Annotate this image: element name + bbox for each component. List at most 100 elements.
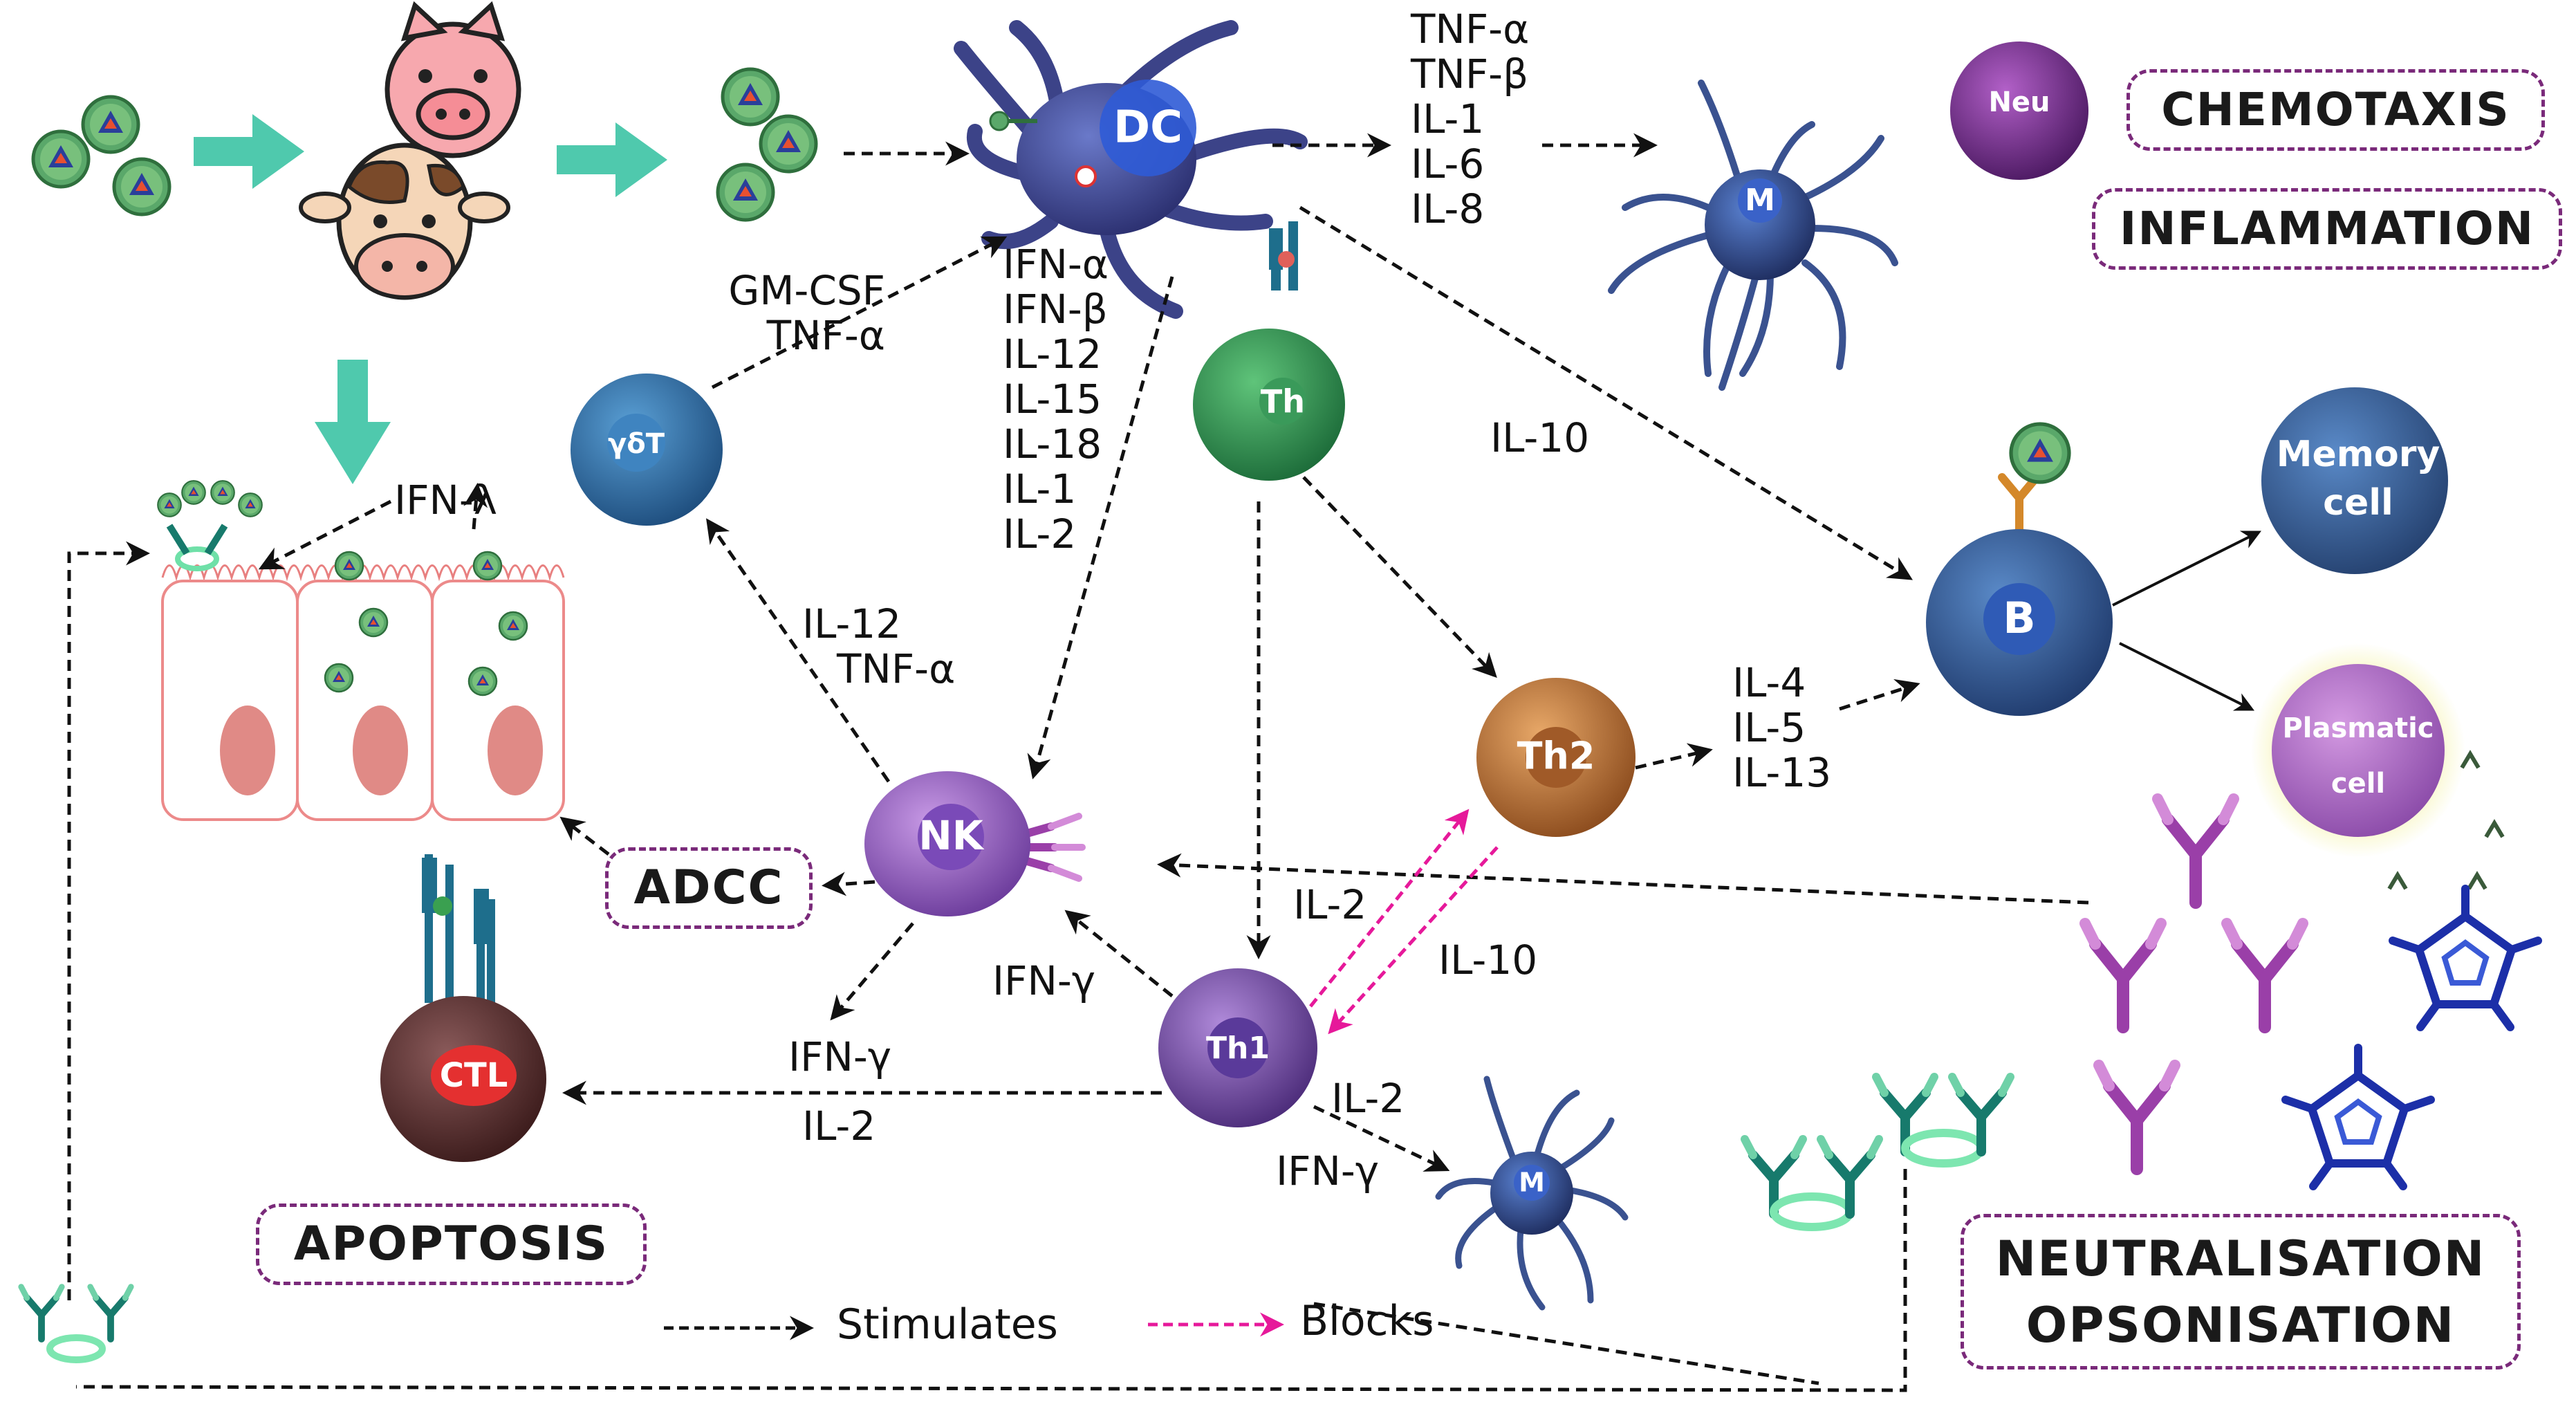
big-arrow-right-1 <box>194 114 304 189</box>
cytokine-ifn-gamma-th1: IFN-γ <box>992 957 1096 1004</box>
cytokine-il-5: IL-5 <box>1732 704 1806 751</box>
arrow-th1-to-nk <box>1064 910 1174 997</box>
arrow-il4-to-b <box>1839 679 1920 711</box>
arrow-gdt-to-dc <box>711 236 1008 389</box>
arrow-nk-to-adcc <box>822 872 875 896</box>
cytokine-il-15: IL-15 <box>1003 376 1102 423</box>
memory-label-line1: Memory <box>2277 434 2440 475</box>
igm-pentamer-group <box>2286 889 2538 1186</box>
inflammation-box: INFLAMMATION <box>2092 188 2562 270</box>
th-label: Th <box>1261 383 1305 421</box>
block-arrow-th2-to-th1 <box>1328 846 1499 1035</box>
block-arrows <box>1309 809 1499 1035</box>
b-cell: B <box>1926 424 2113 716</box>
memory-cell: Memory cell <box>2261 387 2448 574</box>
chemotaxis-label: CHEMOTAXIS <box>2161 83 2510 136</box>
cytokine-ifn-beta: IFN-β <box>1003 286 1108 333</box>
cytokine-ifn-gamma-macrophage: IFN-γ <box>1276 1147 1380 1195</box>
cytokine-il-2-ctl: IL-2 <box>802 1103 876 1150</box>
line-bottom-loop <box>75 1169 1907 1392</box>
virus-cluster-secondary <box>718 69 816 220</box>
dc-label: DC <box>1113 102 1183 154</box>
epithelial-cells <box>161 551 565 821</box>
big-arrow-right-2 <box>557 122 667 197</box>
cytokine-tnf-beta: TNF-β <box>1411 50 1529 98</box>
plasmatic-label-line2: cell <box>2331 768 2385 800</box>
gamma-delta-t-cell: γδT <box>571 374 723 526</box>
cow-icon <box>299 142 510 300</box>
th1-label: Th1 <box>1206 1031 1270 1066</box>
cytokine-tnf-alpha-gdt: TNF-α <box>766 312 885 359</box>
cytokines-gdt-to-dc: GM-CSF TNF-α <box>650 268 885 358</box>
arrow-nk-to-ctl <box>830 922 914 1021</box>
plasmatic-label-line1: Plasmatic <box>2282 712 2434 744</box>
opsonisation-label: OPSONISATION <box>2026 1297 2456 1354</box>
cytokine-tnf-alpha-nk: TNF-α <box>837 645 956 692</box>
cytokine-il-2-th: IL-2 <box>1293 881 1367 928</box>
th2-label: Th2 <box>1517 735 1595 778</box>
arrow-dc-to-b <box>1299 205 1913 580</box>
macrophage-bottom: M <box>1435 1076 1629 1311</box>
receptor-bound-viruses <box>157 480 263 571</box>
arrow-antibody-to-receptor <box>67 541 150 1300</box>
inflammation-label: INFLAMMATION <box>2119 202 2535 255</box>
cytokine-ifn-alpha: IFN-α <box>1003 241 1109 288</box>
virus-cluster-initial <box>33 97 169 214</box>
apoptosis-label: APOPTOSIS <box>293 1217 609 1271</box>
cytokines-dc-to-nk: IFN-α IFN-β IL-12 IL-15 IL-18 IL-1 IL-2 <box>1003 242 1109 557</box>
ctl-cell: CTL <box>380 854 546 1162</box>
cytokine-il-12: IL-12 <box>1003 331 1102 378</box>
adcc-label: ADCC <box>633 860 784 915</box>
solid-arrows <box>2112 531 2262 711</box>
arrow-antibody-to-nk <box>1157 853 2089 905</box>
nk-label: NK <box>918 812 985 859</box>
neutralisation-label: NEUTRALISATION <box>1995 1230 2486 1287</box>
cytokine-il-10-dc: IL-10 <box>1490 414 1590 461</box>
chemotaxis-box: CHEMOTAXIS <box>2126 69 2545 151</box>
macrophage-bottom-label: M <box>1519 1168 1545 1198</box>
th-cell: Th <box>1193 221 1345 481</box>
cytokine-il-1-nk: IL-1 <box>1003 465 1077 513</box>
plasmatic-cell: Plasmatic cell <box>2251 643 2505 890</box>
arrow-b-to-memory <box>2112 531 2262 607</box>
arrow-ifn-lambda-up <box>463 483 488 530</box>
neutralisation-opsonisation-box: NEUTRALISATION OPSONISATION <box>1961 1214 2521 1370</box>
macrophage-top: M <box>1608 80 1898 391</box>
cytokine-il-18: IL-18 <box>1003 421 1102 468</box>
cytokine-il-13: IL-13 <box>1732 749 1832 796</box>
cytokine-tnf-alpha: TNF-α <box>1411 6 1530 53</box>
arrow-th1-to-macrophage <box>1313 1105 1450 1172</box>
stimulate-arrows <box>67 133 2089 1392</box>
virus-neutralising-antibodies <box>21 1077 2010 1363</box>
arrow-ifn-lambda-to-receptor <box>258 499 392 570</box>
gdt-label: γδT <box>608 428 665 460</box>
arrow-adcc-to-epithelium <box>559 816 610 856</box>
cytokine-il-2-nk: IL-2 <box>1003 510 1077 557</box>
cytokines-dc-to-macrophage: TNF-α TNF-β IL-1 IL-6 IL-8 <box>1411 7 1529 232</box>
cytokine-il-4: IL-4 <box>1732 659 1806 706</box>
cytokine-gm-csf: GM-CSF <box>728 267 885 314</box>
cytokine-il-1: IL-1 <box>1411 95 1485 142</box>
ctl-label: CTL <box>440 1056 508 1095</box>
memory-label-line2: cell <box>2323 482 2393 524</box>
neutrophil-cell: Neu <box>1950 42 2088 180</box>
cytokine-il-10-th2: IL-10 <box>1438 937 1538 984</box>
antibody-igg-group <box>2085 799 2303 1169</box>
cytokine-il-6: IL-6 <box>1411 140 1485 187</box>
arrow-th2-to-il4 <box>1635 743 1713 770</box>
adcc-box: ADCC <box>605 847 813 929</box>
arrow-th-to-th2 <box>1302 476 1497 679</box>
neutrophil-label: Neu <box>1988 86 2050 118</box>
cytokines-th2-to-b: IL-4 IL-5 IL-13 <box>1732 661 1831 795</box>
cytokine-il-2-macrophage: IL-2 <box>1331 1075 1405 1122</box>
arrow-b-to-plasmatic <box>2119 642 2255 711</box>
b-label: B <box>2003 593 2035 643</box>
big-arrow-down <box>315 360 391 484</box>
macrophage-top-label: M <box>1745 183 1775 218</box>
cytokines-nk-to-gdt: IL-12 TNF-α <box>802 602 955 692</box>
th1-cell: Th1 <box>1158 968 1317 1127</box>
th2-cell: Th2 <box>1476 678 1636 837</box>
dendritic-cell: DC <box>954 20 1308 319</box>
